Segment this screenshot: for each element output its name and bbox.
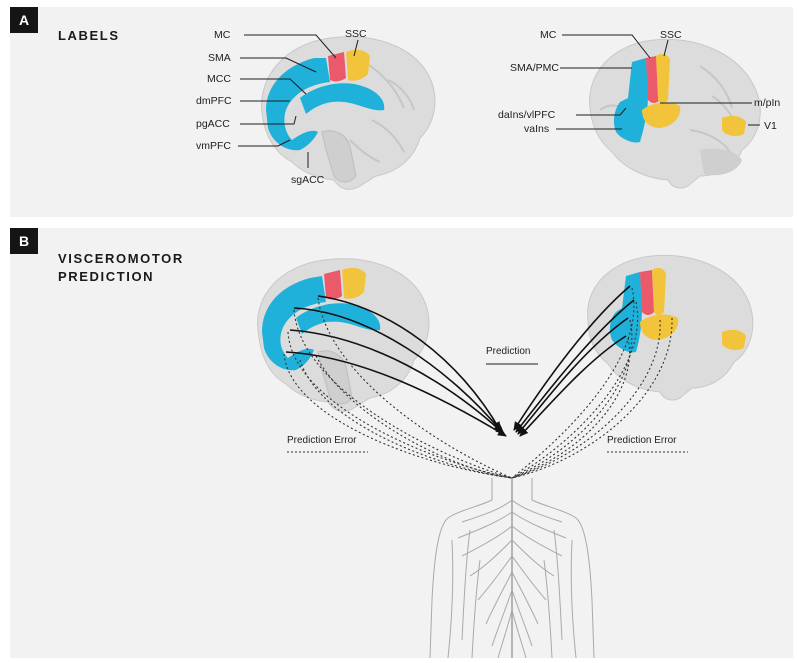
label-medial-vmpfc: vmPFC [196,140,231,152]
label-medial-sma: SMA [208,52,231,64]
label-lateral-mpin: m/pIn [754,97,780,109]
label-medial-sgacc: sgACC [291,174,325,186]
label-prediction-error-left: Prediction Error [287,435,357,446]
b-lateral-v1-yellow-region [722,330,746,350]
label-lateral-v1: V1 [764,120,777,132]
label-medial-ssc: SSC [345,28,367,40]
label-lateral-sma-pmc: SMA/PMC [510,62,559,74]
label-prediction-error-right: Prediction Error [607,435,677,446]
panel-a-lateral-brain [590,39,761,188]
b-lateral-red-region [640,270,654,315]
panel-b-medial-brain [258,259,429,412]
b-lateral-yellow-region [652,268,666,315]
medial-mc-red-region [328,52,346,81]
lateral-v1-yellow-region [722,116,746,136]
label-lateral-mc: MC [540,29,557,41]
nerve-branches-left [458,500,512,658]
label-medial-pgacc: pgACC [196,118,230,130]
nerve-branches-right [512,500,566,658]
label-lateral-dains-vlpfc: daIns/vlPFC [498,109,556,121]
label-medial-dmpfc: dmPFC [196,95,232,107]
lateral-ssc-yellow-region [656,54,670,103]
label-medial-mcc: MCC [207,73,231,85]
label-prediction: Prediction [486,346,530,357]
b-medial-mc-red-region [324,270,342,299]
label-medial-mc: MC [214,29,231,41]
body-torso-illustration [430,478,594,658]
label-lateral-ssc: SSC [660,29,682,41]
label-lateral-vains: vaIns [524,123,549,135]
panel-b-lateral-brain [588,255,753,400]
panel-a-medial-brain [262,37,435,190]
